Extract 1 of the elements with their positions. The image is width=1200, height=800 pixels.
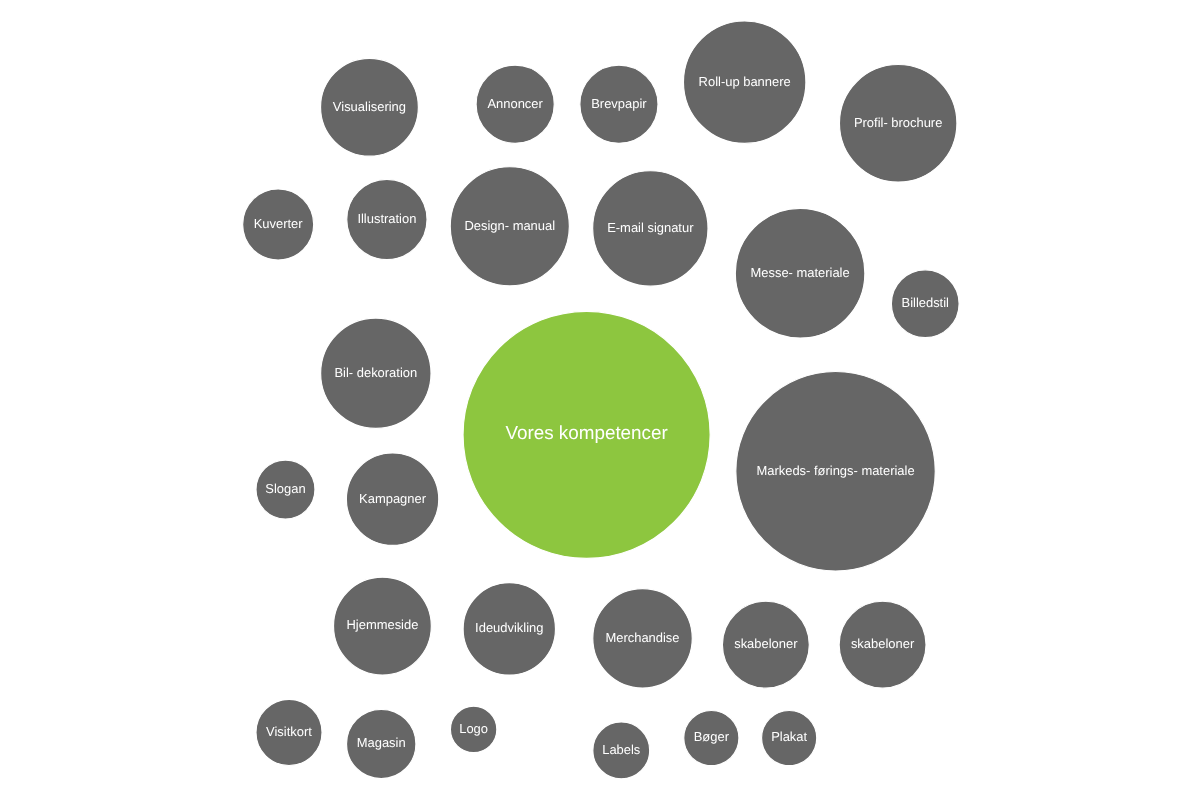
node-circle: Vores kompetencer	[461, 310, 710, 559]
